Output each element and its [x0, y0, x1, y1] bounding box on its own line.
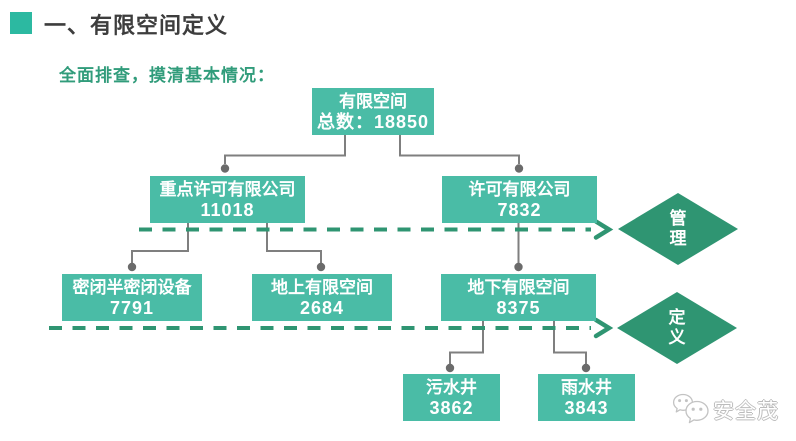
wechat-icon — [672, 393, 709, 424]
diamond-management-label: 管理 — [669, 209, 687, 248]
node-total-value: 总数：18850 — [316, 111, 430, 132]
node-above-ground-value: 2684 — [299, 297, 345, 318]
connector-under-ground-to-sewage-well — [449, 321, 484, 364]
page-title: 一、有限空间定义 — [44, 13, 229, 38]
node-sewage-well: 污水井 3862 — [403, 374, 500, 421]
node-licensed: 许可有限公司 7832 — [442, 176, 597, 223]
node-enclosed-label: 密闭半密闭设备 — [72, 277, 192, 297]
tree-connectors — [131, 135, 587, 364]
node-rain-well-value: 3843 — [564, 397, 609, 418]
node-licensed-label: 许可有限公司 — [468, 179, 571, 199]
node-enclosed-value: 7791 — [109, 297, 155, 318]
dashed-arrows — [49, 219, 614, 339]
node-total-label: 有限空间 — [339, 91, 407, 111]
arrowhead-management — [593, 219, 614, 240]
node-enclosed: 密闭半密闭设备 7791 — [62, 274, 202, 321]
arrowhead-definition — [593, 317, 614, 339]
node-sewage-well-value: 3862 — [429, 397, 474, 418]
title-bullet-square — [10, 12, 32, 34]
connector-under-ground-to-rain-well — [553, 321, 587, 364]
node-rain-well-label: 雨水井 — [561, 377, 612, 397]
node-under-ground-value: 8375 — [496, 297, 541, 318]
connector-key-licensed-to-above-ground — [266, 223, 322, 263]
diamond-definition-label: 定义 — [668, 308, 686, 347]
connector-total-to-key-licensed — [224, 135, 346, 164]
node-key-licensed-label: 重点许可有限公司 — [159, 179, 296, 199]
node-above-ground: 地上有限空间 2684 — [252, 274, 392, 321]
node-rain-well: 雨水井 3843 — [538, 374, 635, 421]
node-under-ground-label: 地下有限空间 — [467, 277, 570, 297]
connector-key-licensed-to-enclosed — [131, 223, 189, 263]
connector-total-to-licensed — [399, 135, 520, 164]
node-key-licensed-value: 11018 — [200, 199, 255, 220]
node-licensed-value: 7832 — [497, 199, 542, 220]
node-sewage-well-label: 污水井 — [426, 377, 477, 397]
watermark: 安全茂 — [666, 390, 796, 434]
node-key-licensed: 重点许可有限公司 11018 — [150, 176, 305, 223]
subtitle: 全面排查，摸清基本情况： — [59, 66, 275, 85]
watermark-text: 安全茂 — [713, 400, 779, 423]
node-above-ground-label: 地上有限空间 — [271, 277, 373, 297]
node-under-ground: 地下有限空间 8375 — [441, 274, 596, 321]
node-total: 有限空间 总数：18850 — [312, 88, 434, 135]
connector-dots — [127, 164, 591, 373]
